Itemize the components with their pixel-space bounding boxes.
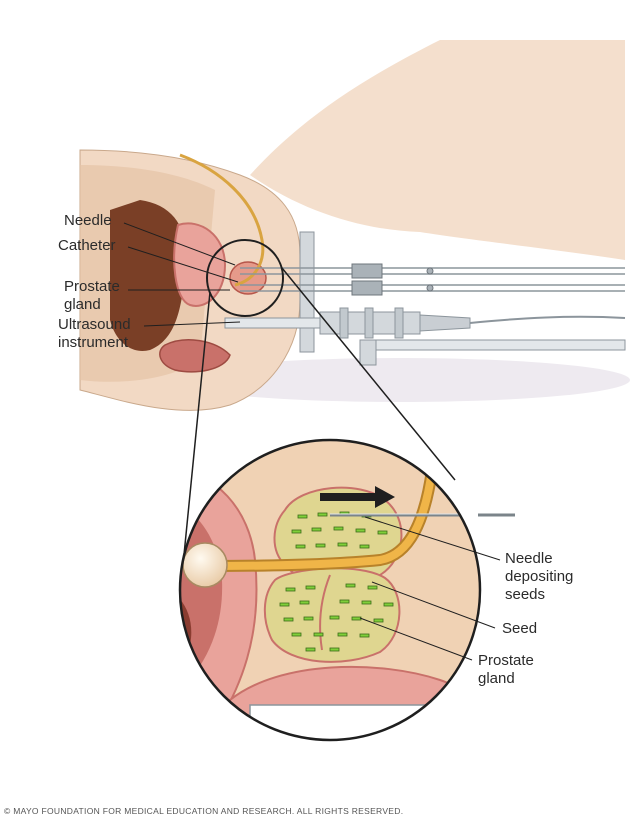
label-needle: Needle bbox=[64, 212, 112, 229]
ultrasound-probe bbox=[224, 307, 626, 366]
prostate-lower-lobe bbox=[263, 567, 401, 663]
floor-shadow bbox=[170, 358, 630, 402]
urethra bbox=[319, 574, 331, 651]
label-prostate-gland-top: Prostate gland bbox=[64, 278, 120, 313]
needle-hubs bbox=[351, 263, 434, 296]
catheter-balloon bbox=[182, 542, 228, 588]
rectum-cavity bbox=[110, 200, 186, 351]
label-catheter: Catheter bbox=[58, 237, 116, 254]
label-ultrasound-instrument: Ultrasound instrument bbox=[58, 316, 131, 351]
leader-lines-top bbox=[123, 222, 241, 327]
label-seed: Seed bbox=[502, 620, 538, 637]
direction-arrow bbox=[320, 486, 395, 508]
seeds-lower bbox=[279, 583, 394, 652]
copyright-notice: © MAYO FOUNDATION FOR MEDICAL EDUCATION … bbox=[4, 806, 404, 816]
catheter-top bbox=[179, 153, 265, 287]
zoom-detail bbox=[180, 440, 480, 740]
leader-lines-bottom bbox=[359, 516, 501, 661]
label-needle-depositing-seeds: Needle depositing seeds bbox=[505, 550, 574, 603]
zoom-circle-border bbox=[178, 438, 482, 742]
lower-intestine bbox=[159, 339, 231, 373]
zoom-connector-left bbox=[181, 291, 211, 576]
magnifier-source-circle bbox=[206, 239, 284, 317]
needle-guides bbox=[240, 267, 625, 292]
patient-thigh bbox=[250, 40, 625, 260]
zoom-connector-right bbox=[281, 267, 456, 481]
label-prostate-gland-bottom: Prostate gland bbox=[478, 652, 534, 687]
